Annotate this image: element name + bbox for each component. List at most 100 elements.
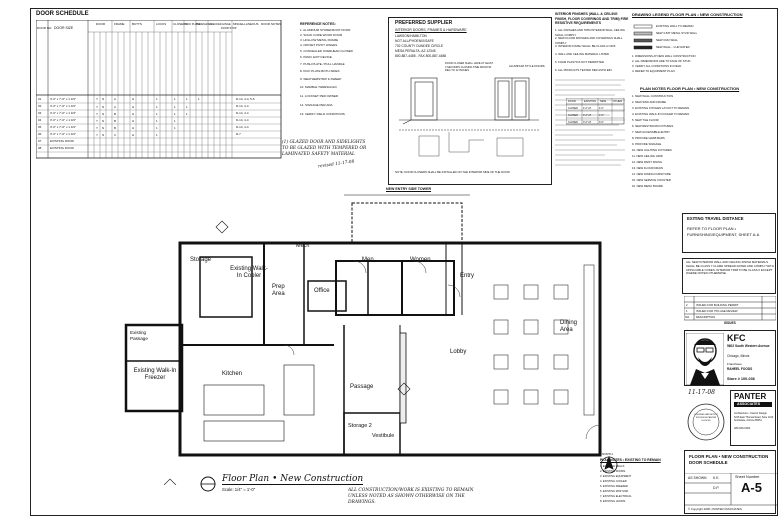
handwritten-note: (1) GLAZED DOOR AND SIDELIGHTS TO BE GLA… — [282, 140, 367, 157]
hdr-kick: KICK PLATE — [185, 23, 200, 26]
issue-desc: DESCRIPTION — [696, 315, 716, 319]
plan-note: 10. NEW LIGHTING FIXTURES — [632, 148, 672, 152]
existing-note: 4. EXISTING COOLER — [600, 480, 627, 483]
hdr-locks: LOCKS — [156, 22, 167, 26]
existing-note: 6. EXISTING MOP SINK — [600, 490, 629, 493]
plan-note: 15. NEW SERVICE COUNTER — [632, 178, 671, 182]
table-row: 07 EXISTING DOOR — [38, 139, 74, 143]
store-number: Store # 100-036 — [727, 377, 755, 381]
existing-note: 7. EXISTING ELECTRICAL — [600, 495, 632, 498]
plan-title: Floor Plan • New Construction — [222, 474, 364, 485]
plan-table-cell: 3'-0" AT — [583, 114, 592, 117]
client-address: 5602 South Western Avenue — [727, 344, 770, 348]
hdr-closers: CLOSERS — [173, 22, 188, 26]
finish-line: 3. INTERIOR FINISH SHALL BE CLASS A OR B — [555, 44, 616, 48]
room-storage-2: Storage 2 — [348, 423, 372, 429]
svg-text:1: 1 — [174, 112, 176, 116]
existing-note: 3. EXISTING EQUIPMENT — [600, 475, 632, 478]
legend-note: 3. VERIFY ALL CONDITIONS IN FIELD — [632, 64, 682, 68]
hdr-door-size: DOOR SIZE — [54, 26, 74, 30]
ref-note: 12. SIGNAGE PER ADA — [300, 103, 333, 107]
drawing-legend: DRAWING LEGEND FLOOR PLAN • NEW CONSTRUC… — [632, 12, 772, 82]
plan-note: 6. NEW RESTROOM FIXTURES — [632, 124, 674, 128]
svg-text:N: N — [102, 105, 104, 109]
plan-table-cell: 3'-0" — [599, 121, 604, 124]
plan-note: 5. NEW TILE FLOOR — [632, 118, 659, 122]
legend-title: DRAWING LEGEND FLOOR PLAN • NEW CONSTRUC… — [632, 12, 743, 17]
plan-table-cell: 4'-0" — [599, 107, 604, 110]
svg-text:1: 1 — [186, 105, 188, 109]
sheet-checked: D.P. — [713, 486, 720, 490]
issues-block: 2 ISSUED FOR BUILDING PERMIT 1 ISSUED FO… — [684, 296, 776, 326]
hdr-door-stop: DOOR STOP — [221, 27, 237, 30]
client-brand: KFC — [727, 333, 746, 343]
reference-notes: REFERENCE NOTES: 1. ALUMINUM STOREFRONT … — [300, 22, 382, 162]
finish-line: 1. ALL FINISHES AND TRIM INTERIOR WALL C… — [555, 28, 625, 37]
plan-note: 14. NEW DINING FURNITURE — [632, 172, 671, 176]
svg-text:1: 1 — [186, 97, 188, 101]
svg-text:Y: Y — [96, 105, 98, 109]
plan-note: 12. NEW PAINT FINISH — [632, 160, 662, 164]
wall-note-text: ALL NEW INTERIOR WALL AND CEILING FINISH… — [686, 260, 774, 276]
ref-note: 10. MARBLE THRESHOLD — [300, 85, 337, 89]
franchisee-name: RAHEEL FOODS — [727, 367, 753, 371]
issue-no: 1 — [686, 309, 688, 313]
room-kitchen: Kitchen — [222, 371, 243, 377]
firm-name: PANTER — [734, 392, 767, 401]
svg-text:1: 1 — [174, 105, 176, 109]
plan-table-cell: CLOSER — [568, 114, 578, 117]
svg-text:1: 1 — [156, 97, 158, 101]
hdr-check: CHECKED HINGE — [209, 23, 231, 26]
legend-note: 1. DIMENSIONS AT NEW WALL CONSTRUCTION — [632, 54, 696, 58]
room-dining: Dining Area — [560, 320, 578, 333]
supplier-subtitle: INTERIOR DOORS, FRAMES & HARDWARE — [395, 28, 467, 32]
issue-desc: ISSUED FOR BUILDING PERMIT — [696, 303, 739, 307]
hdr-door: DOOR — [96, 22, 105, 26]
ref-note: 4. OFFSET PIVOT HINGES — [300, 43, 338, 47]
existing-notes-title: PLAN NOTES • EXISTING TO REMAIN — [600, 458, 661, 462]
firm-sub: Architecture • Interior Design — [734, 412, 768, 415]
detail-a-note: DOOR CLOSER SHALL HAVE AT LEAST 3 SECOND… — [445, 62, 494, 72]
plan-note: 9. PROVIDE SIGNAGE — [632, 142, 662, 146]
svg-text:N: N — [102, 112, 104, 116]
supplier-note-bottom: NOTE: DOOR CLOSERS SHALL BE INSTALLED ON… — [395, 170, 511, 174]
interior-finishes: INTERIOR FINISHES (WALL & CEILING FINISH… — [555, 12, 629, 182]
hdr-frame: FRAME — [114, 22, 125, 26]
ref-note: 8. KICK PLATE BOTH SIDES — [300, 69, 340, 73]
firm-address: 6215 East Thomas Road, Suite 1010 Scotts… — [734, 416, 774, 422]
detail-b-note: ALUMINUM STYLE DOORS — [509, 64, 545, 68]
finish-line: 5. FOAM PLASTICS NOT PERMITTED — [555, 60, 605, 64]
plan-table-cell: CLOSER — [568, 107, 578, 110]
issue-no: NO. — [685, 315, 690, 319]
svg-text:H: H — [132, 112, 134, 116]
svg-text:B: B — [114, 119, 116, 123]
ref-note: 5. CONCEALED OVERHEAD CLOSER — [300, 49, 353, 53]
plan-note: 3. EXISTING KITCHEN LAYOUT TO REMAIN — [632, 106, 690, 110]
plan-note: 16. NEW MENU BOARD — [632, 184, 663, 188]
existing-note: 2. EXISTING DOORS — [600, 470, 626, 473]
svg-text:B: B — [114, 126, 116, 130]
svg-text:1: 1 — [174, 97, 176, 101]
sheet-scale: AS SHOWN — [688, 476, 707, 480]
svg-text:H: H — [132, 126, 134, 130]
ref-note: 3. HOLLOW METAL FRAME — [300, 38, 339, 42]
svg-text:H: H — [132, 97, 134, 101]
room-men: Men — [362, 257, 374, 263]
ref-note: 13. VERIFY FIELD CONDITIONS — [300, 112, 345, 116]
room-entry: Entry — [460, 273, 475, 279]
supplier-line: 800-887-4485 - FAX 800-887-4486 — [395, 54, 447, 58]
ref-note: 7. PUSH PLATE / PULL HANDLE — [300, 62, 345, 66]
wall-finish-note: ALL NEW INTERIOR WALL AND CEILING FINISH… — [682, 258, 776, 294]
issue-desc: ISSUED FOR 75% A&E REVIEW — [696, 309, 738, 313]
title-marker — [200, 476, 216, 492]
finish-line: 4. WALL AND CEILING MATERIAL LISTED — [555, 52, 610, 56]
sheet-title-block: FLOOR PLAN • NEW CONSTRUCTION DOOR SCHED… — [684, 450, 777, 514]
door-schedule-title: DOOR SCHEDULE — [36, 11, 89, 17]
client-block: KFC 5602 South Western Avenue Chicago, I… — [684, 330, 776, 386]
svg-text:1: 1 — [156, 133, 158, 137]
exiting-text: REFER TO FLOOR PLAN • FURNISHING/EQUIPME… — [687, 226, 761, 237]
ref-note: 11. LOCKSET PER OWNER — [300, 94, 339, 98]
